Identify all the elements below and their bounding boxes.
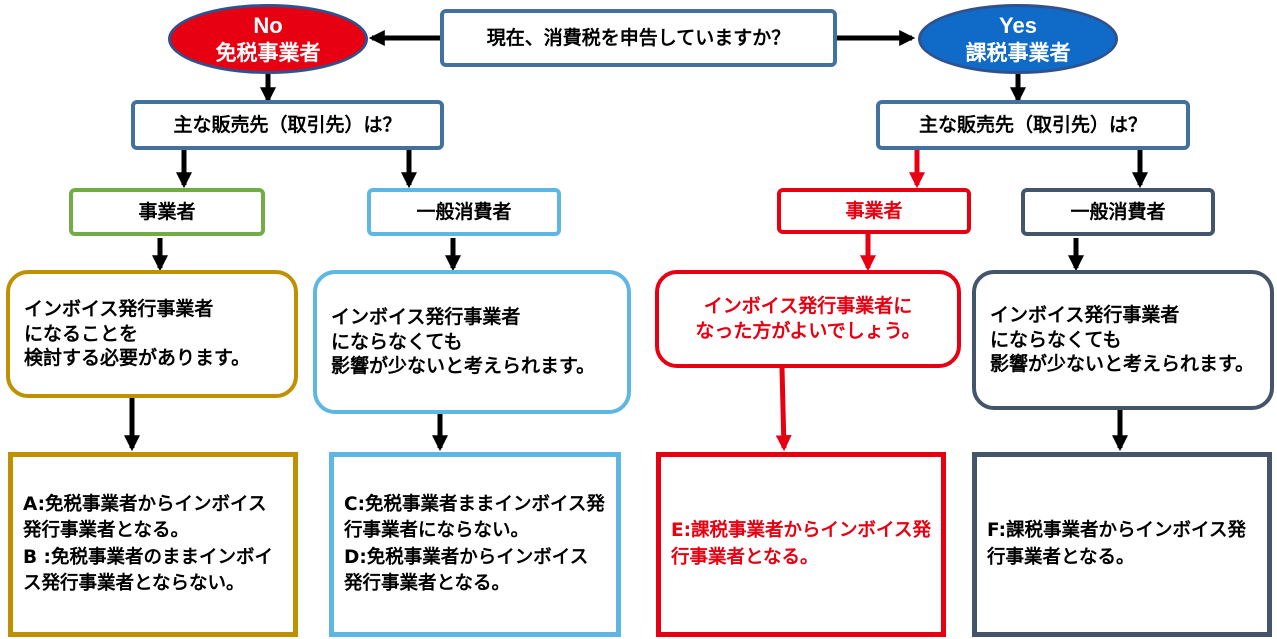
left-business-advice-text: インボイス発行事業者 になることを 検討する必要があります。: [24, 297, 251, 370]
arrow-right-business-advice-to-result-red: [775, 367, 792, 452]
no-oval: No 免税事業者: [168, 4, 368, 74]
left-consumer-advice-box: インボイス発行事業者 にならなくても 影響が少ないと考えられます。: [313, 270, 631, 414]
right-consumer-box: 一般消費者: [1021, 188, 1215, 236]
right-business-result-box: E:課税事業者からインボイス発行事業者となる。: [656, 452, 946, 637]
left-sub-question-box: 主な販売先（取引先）は？: [131, 100, 444, 150]
right-consumer-advice-text: インボイス発行事業者 にならなくても 影響が少ないと考えられます。: [990, 303, 1255, 376]
right-business-result-text: E:課税事業者からインボイス発行事業者となる。: [671, 520, 931, 568]
no-label: No: [253, 13, 283, 39]
right-business-advice-box: インボイス発行事業者に なった方がよいでしょう。: [655, 270, 961, 368]
no-status: 免税事業者: [215, 40, 321, 65]
main-question-text: 現在、消費税を申告していますか？: [486, 26, 791, 49]
left-consumer-result-box: C:免税事業者ままインボイス発行事業者にならない。 D:免税事業者からインボイス…: [329, 452, 621, 637]
left-sub-question-text: 主な販売先（取引先）は？: [173, 113, 402, 136]
yes-status: 課税事業者: [965, 40, 1071, 65]
left-consumer-advice-text: インボイス発行事業者 にならなくても 影響が少ないと考えられます。: [331, 305, 596, 378]
left-business-label: 事業者: [138, 200, 196, 223]
right-consumer-result-box: F:課税事業者からインボイス発行事業者となる。: [972, 452, 1272, 637]
right-business-label: 事業者: [845, 199, 903, 222]
main-question-box: 現在、消費税を申告していますか？: [440, 9, 837, 67]
right-business-box: 事業者: [777, 188, 971, 234]
right-consumer-advice-box: インボイス発行事業者 にならなくても 影響が少ないと考えられます。: [972, 270, 1274, 410]
left-consumer-result-text: C:免税事業者ままインボイス発行事業者にならない。 D:免税事業者からインボイス…: [344, 493, 605, 594]
left-business-result-box: A:免税事業者からインボイス発行事業者となる。 B :免税事業者のままインボイス…: [8, 452, 298, 637]
right-sub-question-box: 主な販売先（取引先）は？: [876, 100, 1190, 150]
right-consumer-label: 一般消費者: [1070, 200, 1166, 223]
yes-label: Yes: [999, 13, 1037, 39]
right-sub-question-text: 主な販売先（取引先）は？: [918, 113, 1147, 136]
right-consumer-result-text: F:課税事業者からインボイス発行事業者となる。: [987, 520, 1246, 568]
left-business-advice-box: インボイス発行事業者 になることを 検討する必要があります。: [6, 270, 298, 398]
yes-oval: Yes 課税事業者: [918, 4, 1118, 74]
right-business-advice-text: インボイス発行事業者に なった方がよいでしょう。: [695, 295, 921, 342]
left-business-box: 事業者: [69, 188, 265, 236]
left-business-result-text: A:免税事業者からインボイス発行事業者となる。 B :免税事業者のままインボイス…: [23, 493, 273, 594]
left-consumer-box: 一般消費者: [367, 188, 561, 236]
left-consumer-label: 一般消費者: [416, 200, 512, 223]
